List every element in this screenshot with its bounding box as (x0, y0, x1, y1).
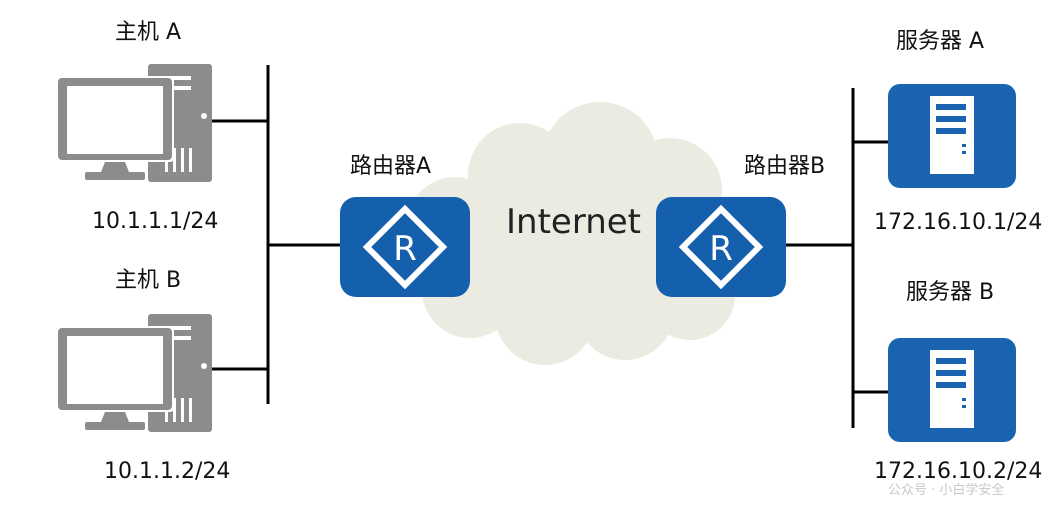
router-a-glyph: R (393, 229, 417, 269)
router-b-label: 路由器B (744, 154, 826, 179)
server-b-icon (888, 338, 1016, 442)
watermark-text: 公众号 · 小白学安全 (888, 483, 1005, 498)
host-a-ip: 10.1.1.1/24 (92, 209, 219, 234)
host-b-label: 主机 B (115, 268, 182, 293)
router-b-glyph: R (709, 229, 733, 269)
server-b-ip: 172.16.10.2/24 (874, 459, 1043, 484)
left-lan-links (210, 65, 342, 404)
host-b-ip: 10.1.1.2/24 (104, 459, 231, 484)
host-a-computer-icon (56, 64, 212, 182)
server-a-ip: 172.16.10.1/24 (874, 210, 1043, 235)
right-lan-links (784, 88, 888, 428)
internet-cloud-icon (407, 102, 750, 365)
host-a-label: 主机 A (115, 20, 182, 45)
router-b-icon: R (656, 197, 786, 297)
router-a-label: 路由器A (350, 154, 432, 179)
host-b-computer-icon (56, 314, 212, 432)
internet-label: Internet (506, 202, 642, 242)
server-b-label: 服务器 B (906, 280, 995, 305)
server-a-icon (888, 84, 1016, 188)
router-a-icon: R (340, 197, 470, 297)
server-a-label: 服务器 A (896, 29, 985, 54)
